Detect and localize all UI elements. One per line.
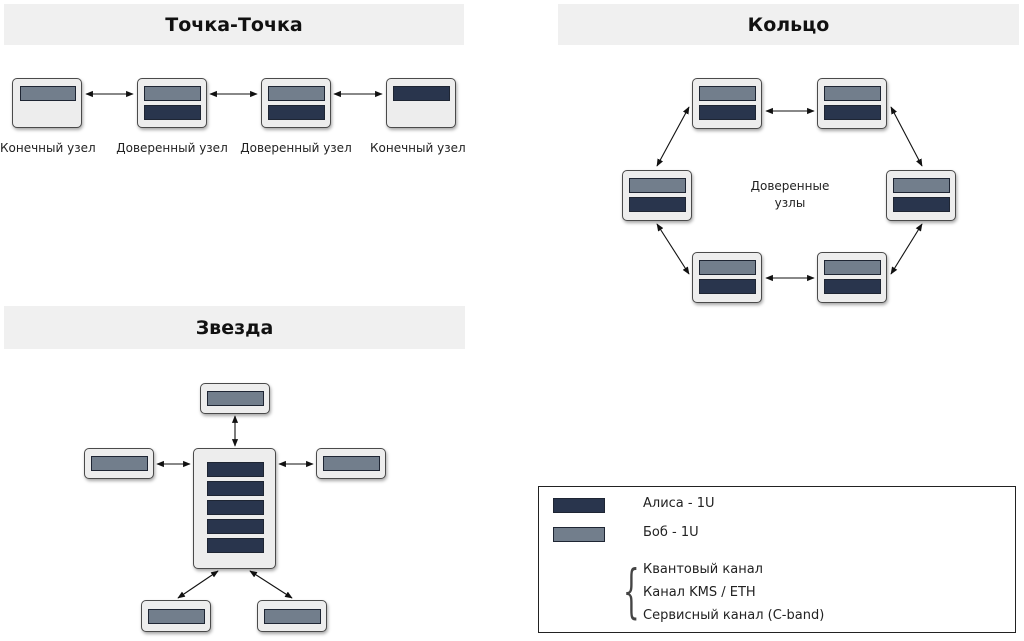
ring-node-left — [622, 170, 692, 221]
bob-module — [207, 391, 264, 406]
legend-bob-label: Боб - 1U — [643, 525, 699, 540]
bob-module — [20, 86, 76, 101]
ring-node-top-left — [692, 78, 762, 129]
bob-module — [629, 178, 686, 193]
star-node-bottom-right — [257, 600, 327, 632]
bob-module — [824, 86, 881, 101]
p2p-node-label: Конечный узел — [370, 141, 465, 155]
ring-link-top-left — [656, 106, 690, 167]
section-title-point-to-point: Точка-Точка — [4, 4, 464, 45]
legend: Алиса - 1U Боб - 1U { Квантовый канал Ка… — [538, 486, 1016, 633]
legend-brace: { — [623, 557, 640, 625]
bob-module — [323, 456, 380, 471]
bob-module — [264, 609, 321, 624]
bob-module — [699, 260, 756, 275]
bob-module — [91, 456, 148, 471]
legend-bob-swatch — [553, 527, 605, 542]
alice-module — [699, 279, 756, 294]
bob-module — [144, 86, 201, 101]
alice-module — [207, 538, 264, 553]
p2p-end-node-1 — [12, 78, 82, 128]
legend-channel-kms: Канал KMS / ETH — [643, 585, 756, 600]
p2p-node-label: Доверенный узел — [116, 141, 228, 155]
star-link-bottom-left — [177, 570, 219, 599]
alice-module — [207, 462, 264, 477]
alice-module — [893, 197, 950, 212]
bob-module — [699, 86, 756, 101]
alice-module — [699, 105, 756, 120]
star-node-bottom-left — [141, 600, 211, 632]
star-link-bottom-right — [249, 570, 293, 599]
alice-module — [824, 279, 881, 294]
ring-link-bottom-right — [890, 223, 923, 275]
legend-channel-quantum: Квантовый канал — [643, 562, 763, 577]
alice-module — [629, 197, 686, 212]
ring-node-bottom-left — [692, 252, 762, 303]
star-node-left — [84, 448, 154, 479]
ring-link-top-right — [890, 106, 923, 167]
star-node-right — [316, 448, 386, 479]
p2p-node-label: Доверенный узел — [240, 141, 352, 155]
legend-alice-label: Алиса - 1U — [643, 496, 715, 511]
p2p-trusted-node-1 — [137, 78, 207, 128]
ring-node-bottom-right — [817, 252, 887, 303]
ring-link-bottom-left — [656, 223, 690, 275]
p2p-trusted-node-2 — [261, 78, 331, 128]
alice-module — [207, 500, 264, 515]
bob-module — [148, 609, 205, 624]
ring-center-label: Доверенные узлы — [750, 179, 830, 210]
bob-module — [268, 86, 325, 101]
bob-module — [893, 178, 950, 193]
ring-node-top-right — [817, 78, 887, 129]
section-title-ring: Кольцо — [558, 4, 1019, 45]
ring-node-right — [886, 170, 956, 221]
p2p-end-node-2 — [386, 78, 456, 128]
bob-module — [824, 260, 881, 275]
star-hub-node — [193, 448, 276, 569]
alice-module — [207, 519, 264, 534]
legend-alice-swatch — [553, 498, 605, 513]
alice-module — [144, 105, 201, 120]
section-title-star: Звезда — [4, 306, 465, 349]
alice-module — [393, 86, 450, 101]
alice-module — [207, 481, 264, 496]
legend-channel-service: Сервисный канал (C-band) — [643, 608, 825, 623]
alice-module — [268, 105, 325, 120]
star-node-top — [200, 383, 270, 414]
p2p-node-label: Конечный узел — [0, 141, 96, 155]
alice-module — [824, 105, 881, 120]
